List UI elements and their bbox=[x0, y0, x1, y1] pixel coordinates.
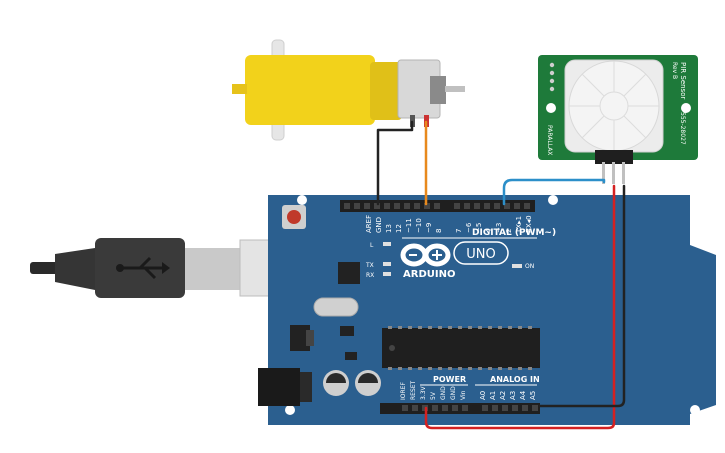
pir-revision-text: Rev B bbox=[671, 62, 678, 79]
wires bbox=[376, 120, 626, 430]
pin-label-gnd1: GND bbox=[440, 386, 447, 400]
arduino-uno-board: AREF GND 13 12 ~11 ~10 ~9 8 7 ~6 ~5 4 ~3… bbox=[258, 195, 716, 425]
pin-label-7: 7 bbox=[455, 229, 463, 233]
pin-label-12: 12 bbox=[395, 224, 403, 233]
pir-part-number-text: 555-28027 bbox=[679, 112, 686, 145]
pin-label-4: 4 bbox=[485, 228, 493, 233]
pir-pin-out bbox=[602, 162, 605, 184]
led-l bbox=[383, 242, 391, 246]
digital-header-pins bbox=[344, 203, 530, 209]
dc-power-jack bbox=[258, 368, 300, 406]
wire-pir-gnd bbox=[538, 184, 626, 408]
pir-pin-header bbox=[595, 150, 633, 164]
led-rx bbox=[383, 272, 391, 276]
pin-label-a3: A3 bbox=[509, 391, 517, 400]
pin-label-reset: RESET bbox=[410, 380, 417, 400]
smd-component-1 bbox=[340, 326, 354, 336]
pin-label-a2: A2 bbox=[499, 391, 507, 400]
analog-pin-labels: A0 A1 A2 A3 A4 A5 bbox=[479, 390, 537, 400]
mount-hole-1 bbox=[297, 195, 307, 205]
motor-end-cap bbox=[430, 76, 446, 104]
microcontroller-pins bbox=[388, 326, 532, 370]
pir-status-dots bbox=[549, 62, 555, 92]
smd-component-2 bbox=[345, 352, 357, 360]
led-tx bbox=[383, 262, 391, 266]
pin-label-a0: A0 bbox=[479, 391, 487, 400]
mount-hole-3 bbox=[285, 405, 295, 415]
wire-pir-5v bbox=[424, 184, 616, 430]
dc-gear-motor bbox=[232, 39, 465, 141]
pin-label-9: ~9 bbox=[425, 223, 433, 233]
digital-pin-labels: AREF GND 13 12 ~11 ~10 ~9 8 7 ~6 ~5 4 ~3… bbox=[365, 215, 533, 234]
pir-lens-facets bbox=[569, 61, 659, 151]
arduino-logo-text: ARDUINO bbox=[403, 269, 455, 280]
pin-label-ioref: IOREF bbox=[400, 382, 407, 400]
pin-label-10: ~10 bbox=[415, 218, 423, 233]
pin-label-2: 2 bbox=[505, 229, 513, 233]
pir-pin-gnd bbox=[622, 162, 625, 184]
led-on bbox=[512, 264, 522, 268]
mount-hole-4 bbox=[690, 405, 700, 415]
voltage-regulator bbox=[290, 325, 310, 351]
pir-mount-hole-right bbox=[681, 103, 691, 113]
usb-chip bbox=[338, 262, 360, 284]
pin-label-a5: A5 bbox=[529, 391, 537, 400]
pin-label-11: ~11 bbox=[405, 218, 413, 233]
reset-button-cap[interactable] bbox=[287, 210, 301, 224]
pin-label-3v3: 3.3V bbox=[420, 385, 427, 400]
wire-motor-gnd bbox=[376, 120, 414, 206]
power-pin-labels: IOREF RESET 3.3V 5V GND GND Vin bbox=[400, 380, 467, 400]
led-on-label: ON bbox=[525, 263, 534, 270]
motor-gearbox-end bbox=[370, 62, 402, 120]
arduino-infinity-logo-icon bbox=[400, 243, 451, 267]
crystal-oscillator bbox=[313, 297, 359, 317]
pin-label-aref: AREF bbox=[365, 215, 373, 233]
pin-label-a4: A4 bbox=[519, 390, 527, 400]
pin-label-6: ~6 bbox=[465, 222, 473, 233]
pir-brand-text: PARALLAX bbox=[546, 125, 553, 155]
power-analog-header bbox=[380, 403, 540, 414]
uno-badge-text: UNO bbox=[466, 247, 495, 262]
pin-label-5v: 5V bbox=[430, 391, 437, 400]
led-l-label: L bbox=[370, 242, 374, 249]
pin-label-8: 8 bbox=[435, 229, 443, 233]
usb-cable-strain-relief bbox=[55, 248, 95, 290]
pir-sensor-module: PARALLAX PIR Sensor Rev B 555-28027 bbox=[538, 55, 698, 184]
pin-label-tx1: TX▸1 bbox=[515, 216, 523, 234]
pir-mount-hole-left bbox=[546, 103, 556, 113]
pin-label-vin: Vin bbox=[460, 390, 467, 400]
power-label: POWER bbox=[433, 375, 466, 384]
atmega-microcontroller bbox=[382, 328, 540, 368]
usb-symbol-icon bbox=[116, 256, 170, 280]
wire-pir-signal bbox=[502, 178, 606, 206]
led-rx-label: RX bbox=[366, 272, 374, 279]
pin-label-gnd: GND bbox=[375, 217, 383, 233]
usb-cable-tail bbox=[30, 262, 60, 274]
uno-badge bbox=[453, 241, 509, 265]
motor-gearbox-housing bbox=[245, 55, 375, 125]
motor-mount-tab bbox=[232, 84, 247, 94]
pir-name-text: PIR Sensor bbox=[679, 62, 687, 99]
usb-plug-metal bbox=[185, 248, 240, 290]
pin-label-a1: A1 bbox=[489, 391, 497, 400]
pin-label-rx0: RX◂0 bbox=[525, 215, 533, 233]
digital-pwm-label: DIGITAL (PWM~) bbox=[472, 228, 556, 238]
pin-label-gnd2: GND bbox=[450, 386, 457, 400]
analog-in-label: ANALOG IN bbox=[490, 375, 540, 384]
pin-label-3: ~3 bbox=[495, 223, 503, 233]
motor-output-shaft bbox=[445, 86, 465, 92]
pir-pin-vcc bbox=[612, 162, 615, 184]
mount-hole-2 bbox=[548, 195, 558, 205]
led-tx-label: TX bbox=[365, 262, 374, 269]
arduino-pcb bbox=[268, 195, 716, 425]
pin-label-5: ~5 bbox=[475, 223, 483, 233]
pin-label-13: 13 bbox=[385, 224, 393, 233]
